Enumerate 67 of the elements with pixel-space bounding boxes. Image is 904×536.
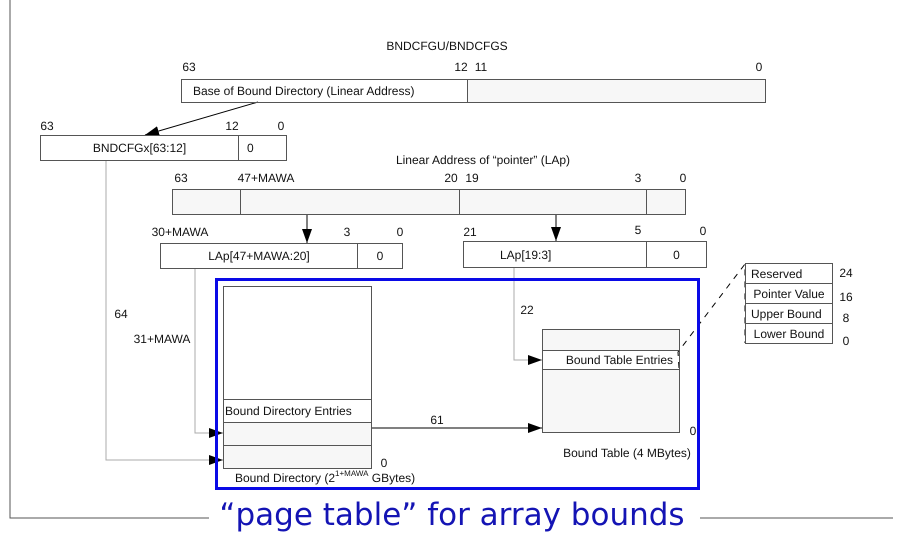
- field-cell: [160, 243, 358, 269]
- bit-number: 20: [444, 171, 458, 185]
- field-label: Bound Directory Entries: [225, 404, 352, 418]
- arrow: [551, 214, 561, 242]
- field-label: LAp[47+MAWA:20]: [208, 249, 310, 263]
- empty-cell: [223, 445, 372, 469]
- edge-label: 31+MAWA: [132, 332, 192, 346]
- field-cell: [646, 241, 707, 268]
- field-cell: [357, 243, 403, 269]
- arrow: [106, 160, 224, 465]
- bit-number: 0: [690, 424, 696, 438]
- bit-number: 30+MAWA: [152, 225, 208, 239]
- field-label: LAp[19:3]: [500, 248, 552, 262]
- highlight-frame: [215, 278, 700, 490]
- arrow: [514, 266, 542, 365]
- empty-cell: [542, 329, 680, 351]
- arrow: [144, 102, 258, 136]
- arrow: [370, 423, 542, 433]
- arrow: [302, 214, 312, 244]
- bit-number: 24: [839, 266, 853, 280]
- dashed-line: [677, 262, 746, 368]
- bit-number: 3: [634, 171, 642, 185]
- bit-number: 47+MAWA: [238, 171, 294, 185]
- field-cell: [463, 241, 647, 268]
- table-caption: Bound Directory (2$^{1+MAWA}$ GBytes): [235, 471, 416, 485]
- bit-number: 8: [842, 311, 850, 325]
- bit-number: 63: [182, 60, 196, 74]
- bit-number: 0: [700, 224, 706, 238]
- empty-cell: [542, 369, 680, 433]
- register-title: Linear Address of “pointer” (LAp): [396, 153, 570, 167]
- bit-number: 16: [839, 290, 853, 304]
- field-label: 0: [673, 248, 680, 262]
- bit-number: 3: [344, 225, 350, 239]
- register-title: BNDCFGU/BNDCFGS: [386, 39, 508, 53]
- field-cell: [181, 79, 468, 103]
- field-cell: [40, 135, 239, 161]
- bit-number: 12: [454, 60, 468, 74]
- field-label: Base of Bound Directory (Linear Address): [193, 84, 414, 98]
- bit-number: 0: [842, 334, 850, 348]
- bit-number: 63: [40, 119, 54, 133]
- field-label: 0: [376, 249, 384, 263]
- bit-number: 11: [474, 60, 488, 74]
- field-label: Lower Bound: [754, 326, 824, 340]
- empty-cell: [223, 422, 372, 446]
- bit-number: 21: [463, 225, 477, 239]
- bit-number: 63: [174, 171, 188, 185]
- field-label: Bound Table Entries: [566, 353, 673, 367]
- empty-cell: [467, 79, 766, 103]
- field-label: 0: [247, 141, 254, 155]
- table-caption: Bound Table (4 MBytes): [563, 446, 691, 460]
- bit-number: 0: [380, 456, 388, 470]
- bit-number: 19: [465, 171, 479, 185]
- field-label: Pointer Value: [753, 286, 825, 300]
- bit-number: 0: [278, 119, 284, 133]
- bit-number: 12: [225, 119, 239, 133]
- field-label: BNDCFGx[63:12]: [92, 141, 186, 155]
- bit-number: 0: [396, 225, 404, 239]
- bit-number: 0: [680, 171, 686, 185]
- edge-label: 64: [113, 307, 129, 321]
- bit-number: 5: [634, 223, 642, 237]
- bit-number: 0: [756, 60, 762, 74]
- field-cell: [238, 135, 287, 161]
- field-label: Reserved: [751, 266, 802, 280]
- edge-label: 61: [429, 413, 445, 427]
- arrow: [194, 268, 224, 438]
- field-label: Upper Bound: [751, 306, 822, 320]
- edge-label: 22: [519, 303, 535, 317]
